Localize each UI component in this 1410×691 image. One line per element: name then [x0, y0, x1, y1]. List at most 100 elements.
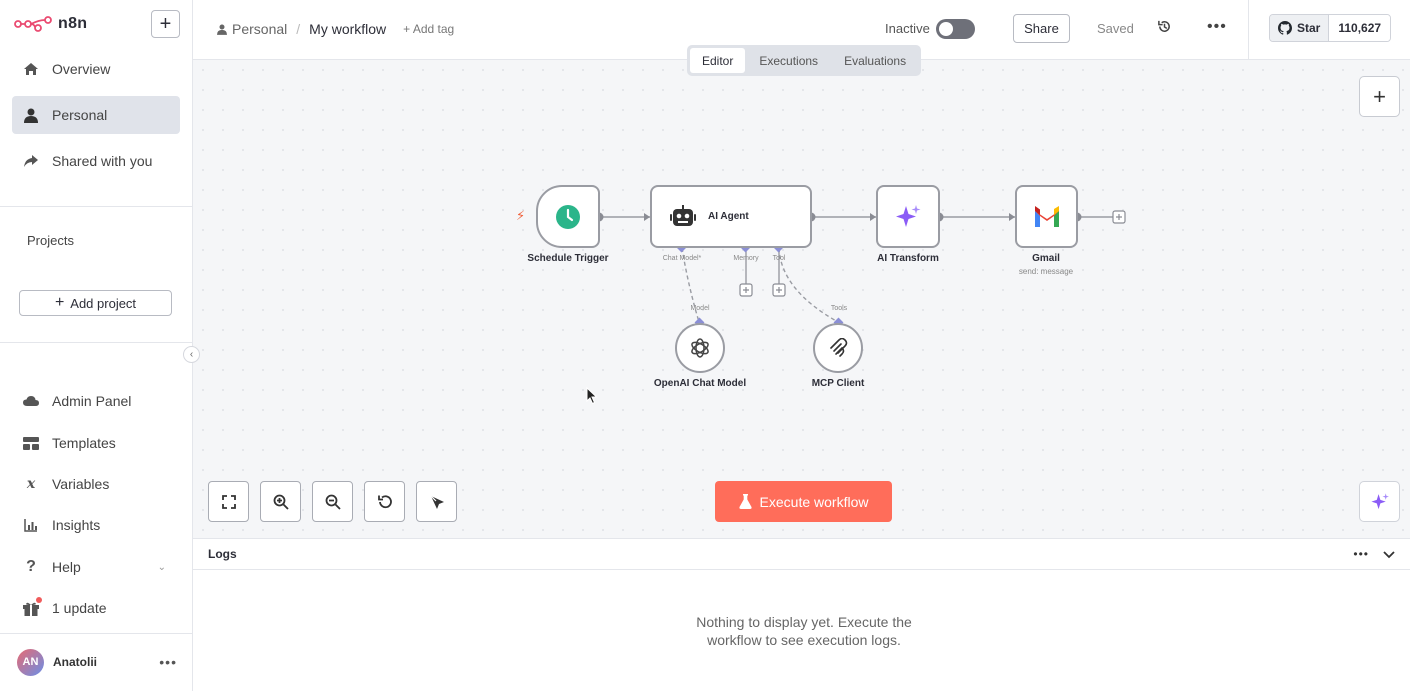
sidebar-item-label: Templates: [52, 435, 116, 451]
logs-header[interactable]: Logs •••: [193, 539, 1410, 570]
node-label: Gmail: [1032, 253, 1060, 264]
tab-executions[interactable]: Executions: [759, 53, 819, 68]
active-toggle[interactable]: [936, 19, 975, 39]
add-tag-link[interactable]: + Add tag: [403, 22, 455, 36]
node-schedule-trigger[interactable]: [536, 185, 600, 248]
execute-label: Execute workflow: [759, 493, 869, 510]
plus-icon: +: [1373, 83, 1386, 109]
notification-dot: [36, 597, 42, 603]
workflow-canvas[interactable]: Editor Executions Evaluations +: [193, 45, 1410, 538]
github-icon: [1278, 21, 1292, 35]
sidebar-item-admin-panel[interactable]: Admin Panel: [12, 382, 180, 420]
sidebar-item-label: Admin Panel: [52, 393, 132, 409]
undo-icon: [377, 494, 392, 508]
node-ai-transform[interactable]: [876, 185, 940, 248]
sidebar-item-update[interactable]: 1 update: [12, 589, 180, 627]
add-project-button[interactable]: + Add project: [19, 290, 172, 316]
zoom-out-button[interactable]: [312, 481, 353, 522]
node-ai-agent[interactable]: AI Agent: [650, 185, 812, 248]
logs-panel: Logs ••• Nothing to display yet. Execute…: [193, 538, 1410, 691]
history-icon[interactable]: [1157, 19, 1172, 38]
user-icon: [217, 24, 227, 35]
gmail-icon: [1034, 206, 1059, 227]
sidebar-item-templates[interactable]: Templates: [12, 424, 180, 462]
cloud-icon: [22, 392, 40, 410]
broom-icon: [430, 495, 444, 509]
sidebar-item-help[interactable]: ? Help ⌄: [12, 548, 180, 586]
sidebar-item-label: Overview: [52, 61, 111, 77]
saved-status: Saved: [1097, 21, 1134, 36]
tidy-up-button[interactable]: [416, 481, 457, 522]
chevron-down-icon[interactable]: [1383, 547, 1395, 562]
user-name: Anatolii: [53, 655, 97, 669]
help-icon: ?: [26, 558, 36, 575]
insights-icon: [22, 516, 40, 534]
ai-assistant-button[interactable]: [1359, 481, 1400, 522]
add-project-label: Add project: [70, 295, 137, 311]
sidebar-item-insights[interactable]: Insights: [12, 506, 180, 544]
port-label: Tools: [830, 305, 848, 312]
n8n-logo[interactable]: n8n: [14, 12, 87, 36]
fit-view-icon: [221, 494, 236, 509]
port-label: Tool: [772, 255, 786, 262]
more-options-icon[interactable]: •••: [1353, 547, 1369, 561]
divider: [0, 633, 192, 634]
logs-empty-message: Nothing to display yet. Execute the work…: [193, 613, 1410, 649]
app-name: n8n: [58, 15, 88, 32]
more-icon[interactable]: •••: [159, 654, 177, 670]
share-icon: [22, 152, 40, 170]
clock-icon: [556, 204, 580, 229]
node-label: AI Transform: [877, 253, 939, 264]
sidebar: n8n + Overview Personal Shared with you …: [0, 0, 200, 691]
execute-workflow-button[interactable]: Execute workflow: [715, 481, 892, 522]
github-star-button[interactable]: Star 110,627: [1269, 14, 1392, 42]
empty-line-1: Nothing to display yet. Execute the: [696, 614, 912, 630]
node-mcp-client[interactable]: [813, 323, 863, 373]
node-label: MCP Client: [811, 378, 865, 389]
user-menu[interactable]: AN Anatolii •••: [17, 648, 177, 676]
sidebar-item-label: 1 update: [52, 600, 107, 616]
github-star-label: Star: [1297, 21, 1321, 35]
plus-icon: +: [54, 294, 65, 311]
port-label: Memory: [733, 255, 759, 262]
more-options-icon[interactable]: •••: [1207, 18, 1227, 35]
zoom-in-button[interactable]: [260, 481, 301, 522]
user-icon: [22, 106, 40, 124]
breadcrumb-separator: /: [296, 21, 301, 37]
empty-line-2: workflow to see execution logs.: [707, 632, 901, 648]
tab-evaluations[interactable]: Evaluations: [844, 53, 907, 68]
node-subtitle: send: message: [1018, 267, 1074, 276]
robot-icon: [670, 204, 696, 226]
projects-heading: Projects: [27, 233, 74, 248]
openai-icon: [691, 338, 709, 358]
collapse-sidebar-button[interactable]: ‹: [183, 346, 200, 363]
home-icon: [22, 60, 40, 78]
reset-zoom-button[interactable]: [364, 481, 405, 522]
sidebar-item-label: Insights: [52, 517, 101, 533]
sparkles-icon: [1370, 492, 1389, 509]
create-new-button[interactable]: +: [151, 10, 180, 38]
github-star-count: 110,627: [1329, 15, 1391, 41]
avatar: AN: [17, 648, 44, 676]
breadcrumb-project-label: Personal: [232, 21, 288, 37]
workflow-name[interactable]: My workflow: [309, 21, 387, 37]
n8n-logo-icon: [14, 16, 52, 32]
zoom-in-icon: [273, 494, 289, 510]
fit-view-button[interactable]: [208, 481, 249, 522]
tab-editor[interactable]: Editor: [690, 48, 746, 73]
sidebar-item-label: Personal: [52, 107, 108, 123]
zoom-out-icon: [325, 494, 341, 510]
breadcrumb-project[interactable]: Personal: [217, 21, 287, 37]
github-star: Star: [1270, 15, 1330, 41]
node-gmail[interactable]: [1015, 185, 1078, 248]
chevron-down-icon: ⌄: [157, 561, 166, 573]
sidebar-item-overview[interactable]: Overview: [12, 50, 180, 88]
sidebar-item-shared[interactable]: Shared with you: [12, 142, 180, 180]
sidebar-item-variables[interactable]: x Variables: [12, 465, 180, 503]
share-button[interactable]: Share: [1013, 14, 1070, 43]
node-openai-chat-model[interactable]: [675, 323, 725, 373]
breadcrumb: Personal / My workflow + Add tag: [217, 21, 454, 37]
port-label: Model: [690, 305, 710, 312]
sidebar-item-personal[interactable]: Personal: [12, 96, 180, 134]
add-node-button[interactable]: +: [1359, 76, 1400, 117]
